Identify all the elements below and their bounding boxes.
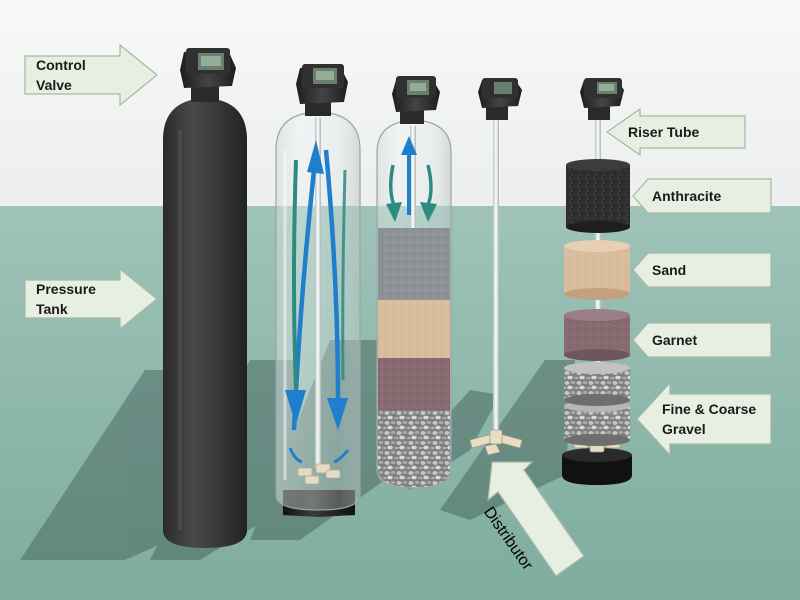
gravel-callout: Fine & Coarse Gravel [636,382,772,456]
garnet-label: Garnet [652,332,698,348]
media-tank [376,119,452,489]
distributor-2 [297,463,341,485]
anthracite-label: Anthracite [652,188,722,204]
control-valve-1 [180,48,236,102]
riser-tube-callout: Riser Tube [606,108,746,156]
control-valve-4 [478,78,522,120]
exploded-media-stack [562,118,632,485]
flow-arrow-teal-side [341,169,347,381]
riser-tube-3 [410,126,416,228]
flow-arrow-down-blue [323,149,348,430]
layer-gravel-fine-5 [564,362,630,406]
layer-gravel-coarse-5 [564,400,630,446]
layer-gravel-3 [378,410,450,487]
distributor-callout: Distributor [480,460,586,580]
control-valve-label-line2: Valve [36,77,72,93]
control-valve-label-line1: Control [36,57,86,73]
glass-tank-flow [275,111,361,517]
anthracite-callout: Anthracite [632,178,772,214]
sand-label: Sand [652,262,687,278]
pressure-tank-label-line2: Tank [36,301,68,317]
layer-anthracite-3 [378,228,450,300]
control-valve-2 [296,64,348,116]
control-valve-callout: Control Valve [24,44,158,106]
flow-arrow-up-3 [401,136,417,215]
pressure-tank-label-line1: Pressure [36,281,96,297]
gravel-label-line1: Fine & Coarse [662,401,757,417]
flow-arrow-down-teal [285,159,306,425]
pressure-tank [163,98,247,548]
flow-arrows-down-3 [386,164,437,222]
sand-callout: Sand [632,252,772,288]
flow-arrows-bottom [288,447,350,464]
layer-sand-3 [378,300,450,358]
distributor-4 [469,429,523,456]
pressure-tank-callout: Pressure Tank [24,268,158,330]
control-valve-5 [580,78,624,120]
control-valve-3 [392,76,440,124]
layer-garnet-5 [564,309,630,361]
riser-tube-2 [315,118,321,468]
layer-sand-5 [564,240,630,300]
riser-distributor-assembly [469,118,523,456]
garnet-callout: Garnet [632,322,772,358]
riser-tube-4 [493,118,499,436]
gravel-label-line2: Gravel [662,421,706,437]
valve-display [494,82,512,94]
riser-tube-label: Riser Tube [628,124,700,140]
layer-anthracite-5 [566,159,630,233]
layer-garnet-3 [378,358,450,410]
